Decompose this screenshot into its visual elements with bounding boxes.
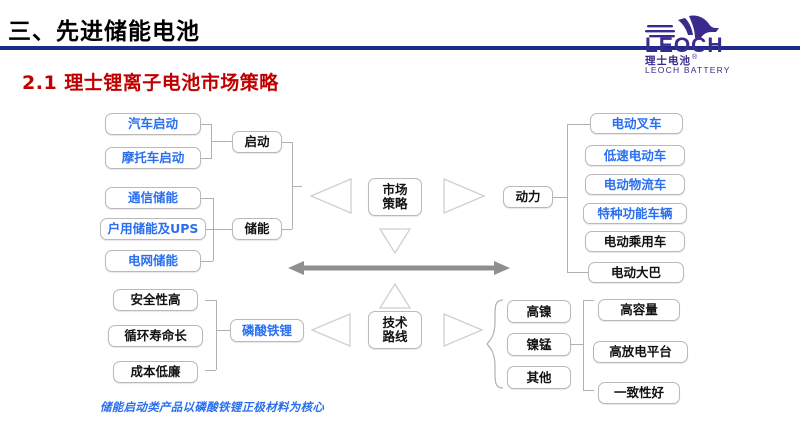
node-other[interactable]: 其他 — [507, 366, 571, 389]
logo-wordmark: LEOCH — [645, 34, 724, 57]
logo-tagline: LEOCH BATTERY — [645, 65, 731, 74]
bracket-power-bottom — [567, 272, 590, 273]
node-storage[interactable]: 储能 — [232, 218, 282, 240]
node-electric-forklift[interactable]: 电动叉车 — [590, 113, 683, 134]
node-low-cost[interactable]: 成本低廉 — [113, 361, 198, 383]
node-good-consistency[interactable]: 一致性好 — [598, 382, 680, 404]
bracket-lfp-spine — [216, 300, 217, 370]
bracket-power-spine — [567, 124, 568, 272]
node-market-strategy[interactable]: 市场 策略 — [368, 178, 422, 216]
bracket-ternary-stem — [571, 344, 583, 345]
bracket-lfp-bottom — [205, 370, 216, 371]
triangle-right-ternary-icon — [443, 313, 483, 347]
bracket-ternary-bottom — [583, 390, 594, 391]
bracket-power-top — [567, 124, 590, 125]
bracket-start-top — [201, 124, 211, 125]
node-motorcycle-start[interactable]: 摩托车启动 — [105, 147, 201, 169]
node-electric-logistics-vehicle[interactable]: 电动物流车 — [585, 174, 685, 195]
node-power[interactable]: 动力 — [503, 186, 553, 208]
section-subtitle: 2.1 理士锂离子电池市场策略 — [22, 72, 279, 94]
bracket-storage-bottom — [201, 261, 213, 262]
bracket-start-stem — [211, 141, 232, 142]
bracket-market-top — [282, 142, 292, 143]
bracket-storage-top — [201, 198, 213, 199]
node-high-safety[interactable]: 安全性高 — [113, 289, 198, 311]
logo-cn-name: 理士电池 — [645, 54, 691, 67]
bracket-power-stem — [553, 197, 567, 198]
bracket-ternary-top — [583, 300, 594, 301]
node-special-purpose-vehicle[interactable]: 特种功能车辆 — [583, 203, 687, 224]
triangle-down-icon — [379, 228, 411, 254]
footer-note: 储能启动类产品以磷酸铁锂正极材料为核心 — [100, 400, 325, 414]
bracket-ternary-spine — [583, 300, 584, 390]
bracket-lfp-stem — [216, 330, 230, 331]
triangle-left-market-icon — [310, 178, 352, 214]
horse-head-icon — [678, 15, 719, 39]
node-residential-storage-ups[interactable]: 户用储能及UPS — [100, 218, 206, 240]
speed-lines-icon — [645, 25, 675, 38]
node-lfp[interactable]: 磷酸铁锂 — [230, 319, 304, 342]
node-high-capacity[interactable]: 高容量 — [598, 299, 680, 321]
triangle-right-power-icon — [443, 178, 485, 214]
registered-mark-icon: ® — [692, 53, 698, 61]
node-nickel-manganese[interactable]: 镍锰 — [507, 333, 571, 356]
bracket-market-stem — [292, 186, 302, 187]
node-start[interactable]: 启动 — [232, 131, 282, 153]
bracket-market-bottom — [282, 229, 292, 230]
node-low-speed-ev[interactable]: 低速电动车 — [585, 145, 685, 166]
node-high-nickel[interactable]: 高镍 — [507, 300, 571, 323]
node-long-cycle-life[interactable]: 循环寿命长 — [108, 325, 203, 347]
node-electric-passenger-car[interactable]: 电动乘用车 — [585, 231, 685, 252]
bracket-lfp-top — [205, 300, 216, 301]
node-telecom-storage[interactable]: 通信储能 — [105, 187, 201, 209]
bidirectional-arrow-icon — [288, 260, 510, 276]
title-divider — [0, 46, 800, 50]
leoch-logo: LEOCH 理士电池 ® LEOCH BATTERY — [645, 12, 765, 74]
bracket-market-spine — [292, 142, 293, 229]
triangle-left-lfp-icon — [311, 313, 351, 347]
bracket-storage-mid — [206, 229, 213, 230]
triangle-up-icon — [379, 283, 411, 309]
node-grid-storage[interactable]: 电网储能 — [105, 250, 201, 272]
node-tech-route[interactable]: 技术 路线 — [368, 311, 422, 349]
node-car-start[interactable]: 汽车启动 — [105, 113, 201, 135]
bracket-storage-stem — [213, 229, 232, 230]
node-high-discharge-platform[interactable]: 高放电平台 — [593, 341, 688, 363]
node-electric-bus[interactable]: 电动大巴 — [588, 262, 684, 283]
bracket-start-bottom — [201, 158, 211, 159]
page-title: 三、先进储能电池 — [8, 19, 200, 45]
bracket-ternary-left-icon — [486, 298, 504, 390]
